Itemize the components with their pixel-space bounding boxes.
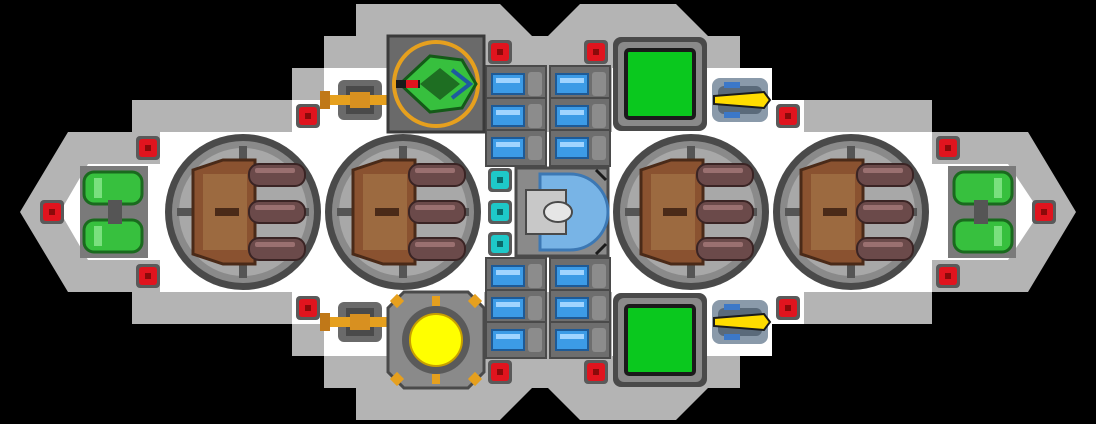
door-node-icon[interactable] bbox=[1032, 200, 1056, 224]
conduit-icon[interactable] bbox=[549, 129, 611, 167]
conduit-icon[interactable] bbox=[485, 321, 547, 359]
door-node-icon[interactable] bbox=[776, 104, 800, 128]
door-node-icon[interactable] bbox=[296, 296, 320, 320]
door-node-icon[interactable] bbox=[488, 360, 512, 384]
conduit-icon[interactable] bbox=[549, 321, 611, 359]
conduit-icon[interactable] bbox=[549, 65, 611, 103]
conduit-icon[interactable] bbox=[549, 257, 611, 295]
door-node-icon[interactable] bbox=[936, 264, 960, 288]
console-icon[interactable] bbox=[611, 291, 709, 389]
console-icon[interactable] bbox=[611, 35, 709, 133]
conduit-icon[interactable] bbox=[549, 289, 611, 327]
door-node-icon[interactable] bbox=[584, 360, 608, 384]
door-node-icon[interactable] bbox=[136, 136, 160, 160]
cargo-bay-icon[interactable] bbox=[163, 132, 323, 292]
door-node-icon[interactable] bbox=[40, 200, 64, 224]
door-node-icon[interactable] bbox=[296, 104, 320, 128]
door-node-icon[interactable] bbox=[936, 136, 960, 160]
conduit-icon[interactable] bbox=[485, 65, 547, 103]
door-node-icon[interactable] bbox=[584, 40, 608, 64]
conduit-node-icon[interactable] bbox=[488, 200, 512, 224]
cargo-bay-icon[interactable] bbox=[771, 132, 931, 292]
thruster-icon[interactable] bbox=[711, 299, 771, 345]
fighter-icon[interactable] bbox=[386, 34, 486, 134]
door-node-icon[interactable] bbox=[776, 296, 800, 320]
door-node-icon[interactable] bbox=[136, 264, 160, 288]
conduit-icon[interactable] bbox=[549, 97, 611, 135]
conduit-icon[interactable] bbox=[485, 97, 547, 135]
shield-icon[interactable] bbox=[514, 166, 610, 258]
conduit-node-icon[interactable] bbox=[488, 232, 512, 256]
conduit-icon[interactable] bbox=[485, 257, 547, 295]
conduit-node-icon[interactable] bbox=[488, 168, 512, 192]
thruster-icon[interactable] bbox=[711, 77, 771, 123]
cargo-bay-icon[interactable] bbox=[323, 132, 483, 292]
engine-icon[interactable] bbox=[78, 164, 150, 260]
conduit-icon[interactable] bbox=[485, 289, 547, 327]
reactor-icon[interactable] bbox=[386, 290, 486, 390]
cargo-bay-icon[interactable] bbox=[611, 132, 771, 292]
engine-icon[interactable] bbox=[946, 164, 1018, 260]
door-node-icon[interactable] bbox=[488, 40, 512, 64]
conduit-icon[interactable] bbox=[485, 129, 547, 167]
